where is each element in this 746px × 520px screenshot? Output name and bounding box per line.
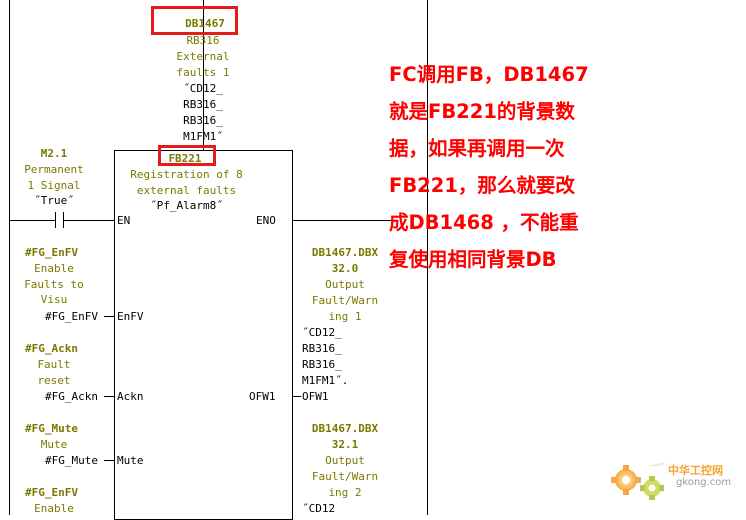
- annotation-line-1: FC调用FB，DB1467: [389, 63, 589, 86]
- rung-line-left: [9, 220, 55, 221]
- input-ackn-comment-2: reset: [37, 374, 71, 387]
- contact-comment-2: 1 Signal: [27, 179, 81, 192]
- pin-ackn: Ackn: [117, 390, 144, 403]
- input-enfv-tag[interactable]: #FG_EnFV: [25, 246, 78, 259]
- annotation-line-2: 就是FB221的背景数: [389, 100, 575, 123]
- output-ofw1-symbol-3: RB316_: [302, 358, 342, 371]
- input-enfv-comment-2: Faults to: [24, 278, 84, 291]
- instance-db-name[interactable]: DB1467: [185, 17, 225, 30]
- instance-db-comment-2: External: [176, 50, 230, 63]
- contact-symbol: ˝True˝: [34, 194, 74, 207]
- output-ofw1-comment-2: Fault/Warn: [311, 294, 379, 307]
- annotation-line-6: 复使用相同背景DB: [389, 248, 557, 271]
- fb-block-symbol: ˝Pf_Alarm8˝: [150, 199, 223, 212]
- input-mute-comment-1: Mute: [40, 438, 68, 451]
- eno-output-line: [293, 220, 398, 221]
- fb-block-desc-1: Registration of 8: [130, 168, 243, 181]
- input-ackn-wire-label: #FG_Ackn: [45, 390, 98, 403]
- input-ackn-wire: [104, 396, 114, 397]
- input-mute-wire-label: #FG_Mute: [45, 454, 98, 467]
- annotation-text: FC调用FB，DB1467 就是FB221的背景数 据，如果再调用一次 FB22…: [389, 56, 639, 278]
- input-enfv-wire: [104, 316, 114, 317]
- fb-block-name[interactable]: FB221: [168, 152, 202, 165]
- watermark-url: gkong.com: [676, 477, 732, 488]
- input-ackn-comment-1: Fault: [37, 358, 71, 371]
- instance-db-symbol-4: M1FM1˝: [183, 130, 223, 143]
- annotation-line-4: FB221，那么就要改: [389, 174, 575, 197]
- input-enfv-wire-label: #FG_EnFV: [45, 310, 98, 323]
- highlight-db1467: [151, 6, 238, 35]
- contact-address[interactable]: M2.1: [40, 147, 68, 160]
- output-ofw1-symbol-2: RB316_: [302, 342, 342, 355]
- pin-en: EN: [117, 214, 131, 227]
- output-ofw2-addr-2[interactable]: 32.1: [331, 438, 359, 451]
- annotation-line-3: 据，如果再调用一次: [389, 137, 565, 160]
- watermark-brand: 中华工控网: [668, 464, 723, 477]
- output-ofw2-comment-2: Fault/Warn: [311, 470, 379, 483]
- highlight-fb221: [158, 145, 216, 166]
- fb-block-desc-2: external faults: [136, 184, 237, 197]
- instance-db-symbol-1: ˝CD12_: [183, 82, 223, 95]
- input-ackn-tag[interactable]: #FG_Ackn: [25, 342, 78, 355]
- pin-ofw1: OFW1: [249, 390, 276, 403]
- rung-line-mid: [63, 220, 114, 221]
- output-ofw1-symbol-1: ˝CD12_: [302, 326, 342, 339]
- output-ofw1-symbol-4: M1FM1˝.: [302, 374, 349, 387]
- output-ofw1-comment-1: Output: [325, 278, 365, 291]
- contact-left-plate[interactable]: [55, 212, 56, 228]
- input-enfv2-comment-1: Enable: [34, 502, 74, 515]
- instance-db-comment-3: faults 1: [176, 66, 230, 79]
- instance-db-symbol-2: RB316_: [183, 98, 223, 111]
- output-ofw1-comment-3: ing 1: [328, 310, 362, 323]
- pin-mute: Mute: [117, 454, 144, 467]
- input-enfv-comment-1: Enable: [34, 262, 74, 275]
- contact-comment-1: Permanent: [24, 163, 84, 176]
- input-enfv-comment-3: Visu: [40, 293, 68, 306]
- instance-db-comment-1: RB316: [186, 34, 220, 47]
- output-ofw1-wire-label: OFW1: [302, 390, 329, 403]
- network-right-border: [427, 0, 428, 515]
- output-ofw1-addr-1[interactable]: DB1467.DBX: [311, 246, 379, 259]
- instance-db-symbol-3: RB316_: [183, 114, 223, 127]
- pin-enfv: EnFV: [117, 310, 144, 323]
- output-ofw2-comment-3: ing 2: [328, 486, 362, 499]
- output-ofw1-wire: [293, 396, 301, 397]
- gear-logo-icon: [611, 462, 666, 500]
- gkong-watermark: 中华工控网 gkong.com: [606, 452, 746, 508]
- pin-eno: ENO: [256, 214, 276, 227]
- output-ofw1-addr-2[interactable]: 32.0: [331, 262, 359, 275]
- left-power-rail: [9, 0, 10, 515]
- input-mute-tag[interactable]: #FG_Mute: [25, 422, 78, 435]
- output-ofw2-symbol-1: ˝CD12: [302, 502, 336, 515]
- input-enfv2-tag[interactable]: #FG_EnFV: [25, 486, 78, 499]
- input-mute-wire: [104, 460, 114, 461]
- output-ofw2-addr-1[interactable]: DB1467.DBX: [311, 422, 379, 435]
- top-db-connector: [203, 0, 204, 150]
- annotation-line-5: 成DB1468 ，不能重: [389, 211, 579, 234]
- output-ofw2-comment-1: Output: [325, 454, 365, 467]
